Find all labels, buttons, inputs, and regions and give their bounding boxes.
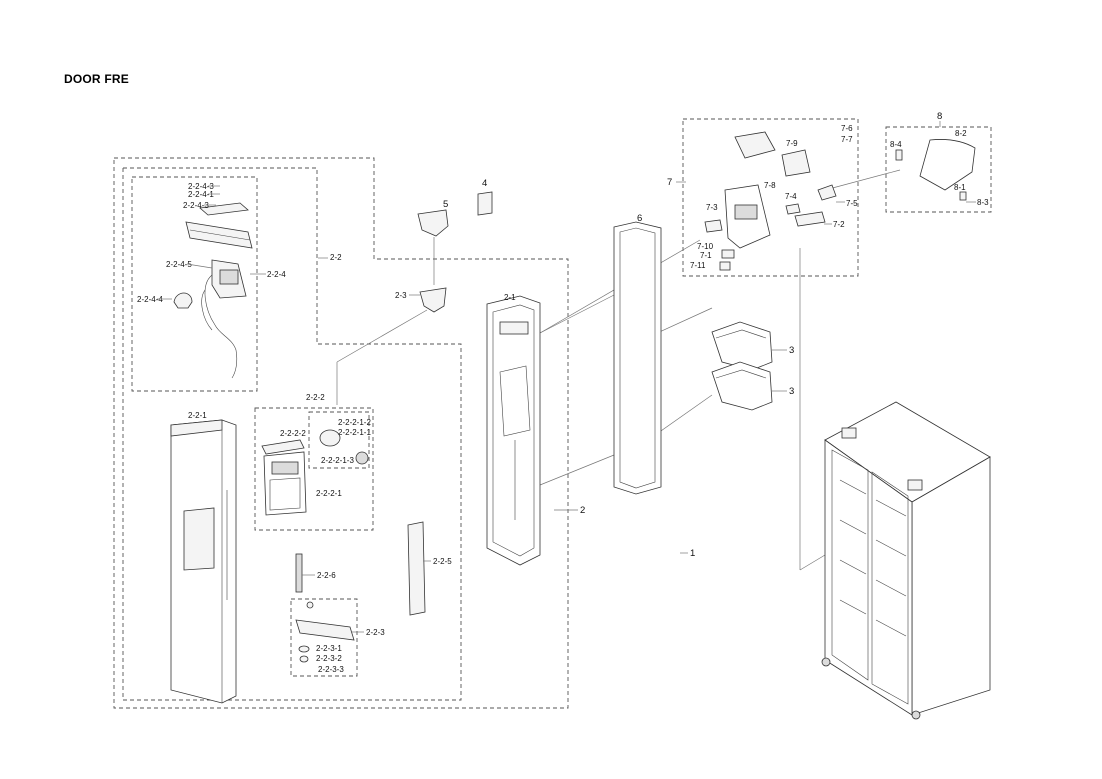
- group-2-boundary: [113, 157, 569, 709]
- part-3-bin-lower: [711, 361, 773, 411]
- group-2-2-2-1-boundary: [308, 411, 370, 469]
- label-p7-7: 7-7: [841, 135, 853, 144]
- part-5-duct: [417, 209, 449, 237]
- label-p7-9: 7-9: [786, 139, 798, 148]
- group-boundaries: [113, 118, 992, 709]
- part-2-2-1-door-panel: [170, 419, 237, 704]
- label-p2-2: 2-2: [330, 253, 342, 262]
- part-4-bracket: [477, 191, 493, 216]
- group-7-boundary: [682, 118, 859, 277]
- label-p2-2-2-1-1: 2-2-2-1-1: [338, 428, 371, 437]
- label-p2-2-2-2: 2-2-2-2: [280, 429, 306, 438]
- part-2-2-3-assembly: [295, 601, 355, 663]
- label-p2-2-2-1-2: 2-2-2-1-2: [338, 418, 371, 427]
- label-p2-2-4-4: 2-2-4-4: [137, 295, 163, 304]
- label-p2-2-2-1: 2-2-2-1: [316, 489, 342, 498]
- label-p2-2-3-3: 2-2-3-3: [318, 665, 344, 674]
- label-p7-6: 7-6: [841, 124, 853, 133]
- part-2-1-door-liner: [486, 295, 541, 566]
- label-p2-2-4-3: 2-2-4-3: [183, 201, 209, 210]
- page-title: DOOR FRE: [64, 72, 129, 86]
- label-p2-2-4-3-top: 2-2-4-3: [188, 182, 214, 191]
- group-2-2-4-boundary: [131, 176, 258, 392]
- part-2-2-5-rail: [407, 521, 426, 616]
- label-p2-1: 2-1: [504, 293, 516, 302]
- label-p2-2-2-1-3: 2-2-2-1-3: [321, 456, 354, 465]
- label-p2: 2: [580, 505, 585, 516]
- label-p7-8: 7-8: [764, 181, 776, 190]
- label-p8-1: 8-1: [954, 183, 966, 192]
- group-2-2-boundary: [122, 167, 462, 701]
- part-labels: 1 2 2-1 2-2 2-3 2-2-1 2-2-2 2-2-2-1 2-2-…: [137, 111, 989, 674]
- label-p5: 5: [443, 199, 448, 210]
- label-p3-lower: 3: [789, 386, 794, 397]
- label-p7-4: 7-4: [785, 192, 797, 201]
- label-p7-2: 7-2: [833, 220, 845, 229]
- label-p3-upper: 3: [789, 345, 794, 356]
- group-2-2-3-boundary: [290, 598, 358, 677]
- label-p1: 1: [690, 548, 695, 559]
- label-p8-2: 8-2: [955, 129, 967, 138]
- label-p2-2-3-1: 2-2-3-1: [316, 644, 342, 653]
- label-p2-2-2: 2-2-2: [306, 393, 325, 402]
- label-p8: 8: [937, 111, 942, 122]
- part-2-2-2-dispenser: [261, 429, 369, 516]
- label-p7-3: 7-3: [706, 203, 718, 212]
- label-p7-10: 7-10: [697, 242, 714, 251]
- part-2-2-6-strip: [295, 553, 303, 593]
- label-p6: 6: [637, 213, 642, 224]
- label-p7-11: 7-11: [690, 261, 706, 270]
- part-3-bin-upper: [711, 321, 773, 371]
- label-p2-2-3-2: 2-2-3-2: [316, 654, 342, 663]
- label-p2-2-6: 2-2-6: [317, 571, 336, 580]
- part-1-cabinet: [821, 401, 991, 720]
- label-p7-1: 7-1: [700, 251, 712, 260]
- label-p4: 4: [482, 178, 487, 189]
- label-p7-5: 7-5: [846, 199, 858, 208]
- label-p2-3: 2-3: [395, 291, 407, 300]
- group-8-boundary: [885, 126, 992, 213]
- part-7-assembly: [704, 131, 837, 271]
- part-2-2-4-assembly: [173, 202, 253, 379]
- label-p8-3: 8-3: [977, 198, 989, 207]
- part-6-gasket: [613, 221, 662, 495]
- part-2-3-cover: [419, 287, 447, 313]
- group-2-2-2-boundary: [254, 407, 374, 531]
- label-p2-2-4-1: 2-2-4-1: [188, 190, 214, 199]
- label-p2-2-1: 2-2-1: [188, 411, 207, 420]
- label-p2-2-5: 2-2-5: [433, 557, 452, 566]
- label-p2-2-3: 2-2-3: [366, 628, 385, 637]
- part-8-assembly: [895, 139, 976, 201]
- label-p2-2-4-5: 2-2-4-5: [166, 260, 192, 269]
- label-p2-2-4: 2-2-4: [267, 270, 286, 279]
- label-ticks: [157, 121, 976, 633]
- label-p7: 7: [667, 177, 672, 188]
- label-p8-4: 8-4: [890, 140, 902, 149]
